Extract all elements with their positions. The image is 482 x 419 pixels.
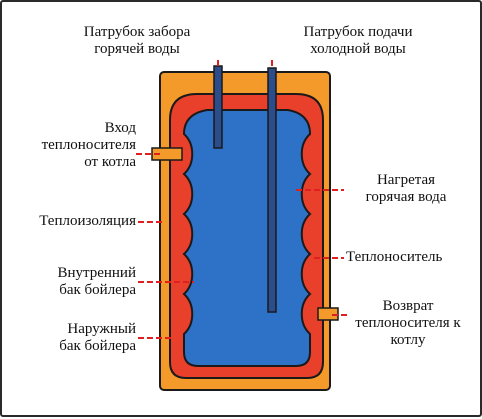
label-heat-carrier-return: Возврат теплоносителя к котлу <box>355 298 461 348</box>
label-heat-carrier-inlet: Вход теплоносителя от котла <box>41 120 136 170</box>
label-cold-water-inlet: Патрубок подачи холодной воды <box>303 24 413 57</box>
label-heat-carrier: Теплоноситель <box>346 249 443 265</box>
cold-water-inlet-pipe <box>267 67 277 313</box>
label-heated-water: Нагретая горячая вода <box>365 172 447 205</box>
label-outer-tank: Наружный бак бойлера <box>59 321 136 354</box>
label-inner-tank: Внутренний бак бойлера <box>57 265 136 298</box>
inner-tank <box>182 109 312 367</box>
hot-water-outlet-pipe <box>213 65 223 149</box>
label-insulation: Теплоизоляция <box>39 213 136 229</box>
heat-carrier-inlet-nozzle <box>151 147 183 161</box>
label-hot-water-outlet: Патрубок забора горячей воды <box>83 24 191 57</box>
